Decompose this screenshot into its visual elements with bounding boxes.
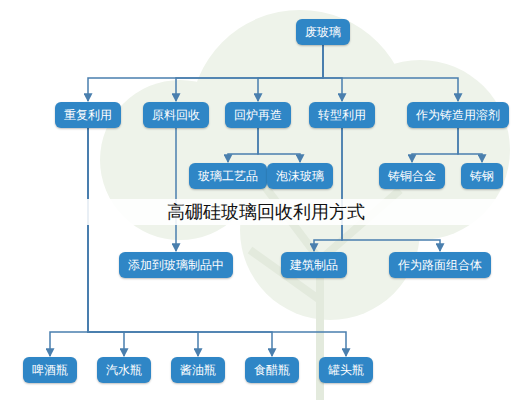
box-label: 泡沫玻璃 <box>276 168 324 184</box>
process-box: 回炉再造 <box>225 102 291 128</box>
process-box: 铸钢 <box>461 163 503 189</box>
box-label: 玻璃工艺品 <box>198 168 258 184</box>
process-box: 添加到玻璃制品中 <box>119 252 233 278</box>
process-box: 重复利用 <box>55 102 121 128</box>
box-label: 罐头瓶 <box>328 362 364 378</box>
process-box: 铸铜合金 <box>379 163 445 189</box>
process-box: 罐头瓶 <box>319 357 373 383</box>
connector <box>323 45 342 101</box>
connector <box>342 128 440 251</box>
process-box: 玻璃工艺品 <box>189 163 267 189</box>
process-box: 废玻璃 <box>296 19 350 45</box>
connector <box>412 128 458 162</box>
process-box: 泡沫玻璃 <box>267 163 333 189</box>
box-label: 汽水瓶 <box>106 362 142 378</box>
box-label: 铸钢 <box>470 168 494 184</box>
box-label: 添加到玻璃制品中 <box>128 257 224 273</box>
connector <box>228 128 258 162</box>
box-label: 铸铜合金 <box>388 168 436 184</box>
box-label: 转型利用 <box>318 107 366 123</box>
process-box: 食醋瓶 <box>245 357 299 383</box>
box-label: 回炉再造 <box>234 107 282 123</box>
connector <box>176 45 323 101</box>
connector <box>314 128 342 251</box>
connector <box>323 45 458 101</box>
box-label: 作为铸造用溶剂 <box>416 107 500 123</box>
process-box: 啤酒瓶 <box>23 357 77 383</box>
process-box: 转型利用 <box>309 102 375 128</box>
process-box: 原料回收 <box>143 102 209 128</box>
connector <box>258 45 323 101</box>
connector <box>88 128 124 356</box>
process-box: 作为铸造用溶剂 <box>407 102 509 128</box>
process-box: 作为路面组合体 <box>389 252 491 278</box>
box-label: 啤酒瓶 <box>32 362 68 378</box>
process-box: 建筑制品 <box>281 252 347 278</box>
box-label: 重复利用 <box>64 107 112 123</box>
box-label: 原料回收 <box>152 107 200 123</box>
process-box: 酱油瓶 <box>171 357 225 383</box>
box-label: 酱油瓶 <box>180 362 216 378</box>
box-label: 作为路面组合体 <box>398 257 482 273</box>
tree-crown <box>100 10 510 320</box>
diagram-title: 高硼硅玻璃回收利用方式 <box>0 199 532 225</box>
connector <box>88 128 346 356</box>
connector <box>88 128 272 356</box>
connector <box>175 128 177 251</box>
process-box: 汽水瓶 <box>97 357 151 383</box>
box-label: 建筑制品 <box>290 257 338 273</box>
connector <box>458 128 482 162</box>
connector <box>88 45 323 101</box>
connector <box>50 128 88 356</box>
connector <box>88 128 198 356</box>
box-label: 废玻璃 <box>305 24 341 40</box>
connector <box>258 128 300 162</box>
box-label: 食醋瓶 <box>254 362 290 378</box>
